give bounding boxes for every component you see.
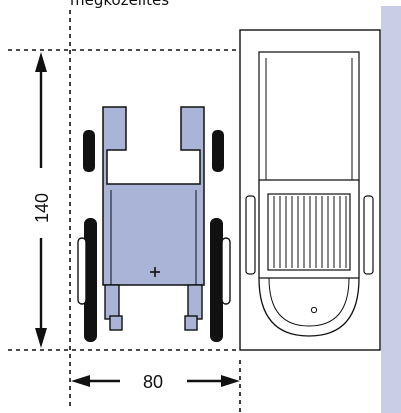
grab-bar-right (363, 195, 374, 275)
toilet-cistern (258, 51, 360, 181)
grab-bar-left (245, 195, 256, 275)
backrest-ribs (273, 196, 347, 268)
wheelchair-frame (102, 106, 205, 286)
push-rim-right (221, 237, 231, 305)
drain-circle-icon (310, 306, 318, 314)
width-dimension-label: 80 (143, 372, 163, 392)
wall-strip (381, 6, 401, 413)
footrest-left (104, 284, 120, 320)
depth-dimension-label: 140 (32, 193, 52, 223)
front-wheel-right (210, 218, 223, 342)
dashed-guides (8, 10, 240, 410)
depth-dimension (35, 52, 47, 348)
front-wheel-left (84, 218, 97, 342)
toilet-seat-inner (268, 277, 350, 327)
diagram-caption: megközelítés (70, 0, 170, 9)
depth-arrow-head-down (35, 328, 47, 348)
toilet-fixture (239, 29, 381, 351)
ribbed-backrest (267, 193, 351, 271)
toilet-cubicle-outline (239, 29, 381, 351)
width-arrow-head-left (71, 375, 90, 387)
width-arrow-head-right (221, 375, 240, 387)
rear-wheel-right (212, 130, 224, 172)
wheelchair (77, 106, 231, 342)
footrest-right-plate (184, 315, 198, 331)
footrest-left-plate (109, 315, 123, 331)
push-rim-left (77, 237, 87, 305)
plus-icon (150, 267, 160, 277)
toilet-bowl (258, 180, 360, 337)
rear-wheel-left (83, 130, 95, 172)
footrest-right (187, 284, 203, 320)
depth-arrow-head-up (35, 52, 47, 72)
width-dimension (71, 375, 240, 387)
